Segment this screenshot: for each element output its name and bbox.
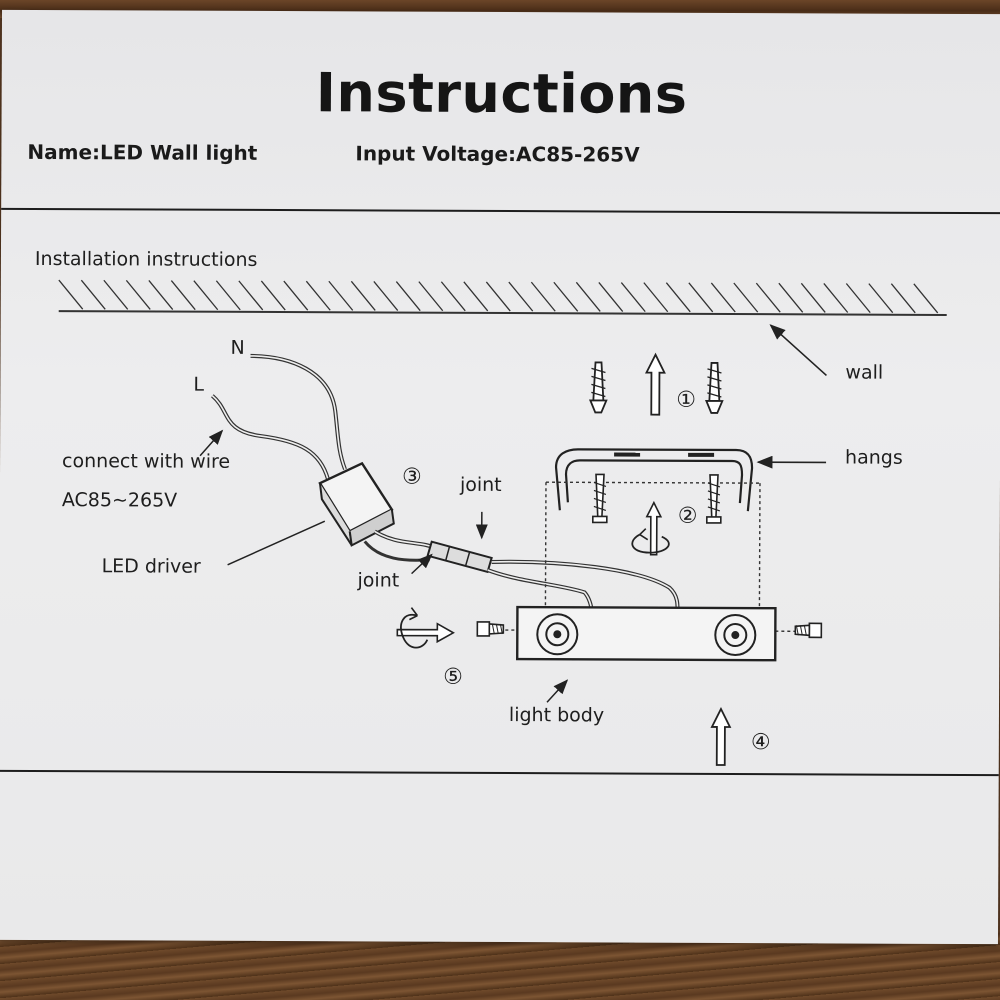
wall-hatch-stroke	[305, 280, 331, 311]
wall-pointer	[769, 324, 827, 377]
wall-hatch-stroke	[283, 280, 309, 311]
neutral-wire-inner	[250, 355, 346, 470]
light-body-label: light body	[508, 704, 605, 727]
wall-hatch-stroke	[193, 280, 219, 311]
wall-hatch-stroke	[260, 280, 286, 311]
instruction-sheet: Instructions Name:LED Wall light Input V…	[0, 9, 1000, 945]
side-screw-left	[476, 621, 505, 637]
wall-anchor-right	[704, 362, 724, 414]
neutral-wire	[250, 353, 347, 471]
wall-hatch-stroke	[148, 280, 174, 310]
wall-hatch-stroke	[890, 283, 916, 314]
wall-hatch-stroke	[125, 279, 151, 310]
wall-hatch-stroke	[328, 280, 354, 311]
wall-hatch-stroke	[373, 281, 399, 311]
wall-hatch-stroke	[643, 282, 669, 313]
step1-up-arrow	[644, 352, 666, 416]
step5-rotate-arrow	[396, 607, 455, 649]
neutral-label: N	[231, 337, 245, 359]
light-body-pointer	[546, 679, 569, 703]
step-1-marker: ①	[676, 388, 696, 413]
wall-hatch-stroke	[688, 282, 714, 313]
wall-hatch-stroke	[800, 282, 826, 313]
wall-hatch-stroke	[665, 282, 691, 313]
hangs-label: hangs	[845, 446, 903, 469]
wall-hatch-stroke	[350, 280, 376, 311]
installation-diagram: N L ① ② ③ ④ ⑤	[58, 279, 947, 766]
wall-hatch-stroke	[530, 281, 556, 312]
step2-rotate-arrow	[631, 500, 670, 556]
wall-hatch-stroke	[215, 280, 241, 311]
bracket-screw-left	[591, 473, 608, 524]
side-screw-right	[794, 622, 823, 639]
led-driver-label: LED driver	[101, 555, 201, 578]
wall-hatch-stroke	[868, 283, 894, 314]
wall-hatch-stroke	[170, 280, 196, 311]
wall-hatch-stroke	[508, 281, 534, 312]
wall-hatch-stroke	[238, 280, 264, 311]
wall-hatch-stroke	[823, 282, 849, 313]
wall-hatch-stroke	[58, 279, 84, 310]
wall-hatch-stroke	[553, 281, 579, 312]
step-3-marker: ③	[402, 465, 422, 490]
step-5-marker: ⑤	[443, 665, 463, 690]
live-wire-inner	[211, 395, 329, 480]
light-body	[516, 605, 777, 662]
wall-hatch-stroke	[778, 282, 804, 313]
wall-hatch-stroke	[598, 282, 624, 312]
step-4-marker: ④	[751, 730, 771, 755]
live-label: L	[193, 374, 204, 396]
wall-hatch-stroke	[103, 279, 129, 310]
led-driver-box	[318, 461, 395, 547]
wall-hatch-stroke	[733, 282, 759, 313]
wall-hatching	[58, 310, 947, 316]
wire-voltage-label: AC85~265V	[61, 489, 178, 512]
led-driver-pointer	[227, 520, 326, 566]
wall-hatch-stroke	[710, 282, 736, 313]
wire-pointer	[199, 429, 224, 457]
wall-hatch-stroke	[485, 281, 511, 312]
joint-connector	[426, 540, 493, 574]
wall-hatch-stroke	[463, 281, 489, 312]
hanging-bracket	[554, 448, 754, 512]
joint-pointer-left	[411, 553, 433, 575]
joint-label-right: joint	[459, 473, 502, 497]
bracket-screw-right	[705, 474, 722, 524]
joint-label-left: joint	[357, 569, 400, 592]
connect-wire-label: connect with wire	[62, 450, 231, 473]
wall-label: wall	[845, 361, 884, 384]
step-2-marker: ②	[678, 504, 698, 529]
step4-up-arrow	[710, 706, 732, 766]
wall-hatch-stroke	[620, 282, 646, 313]
wall-hatch-stroke	[80, 279, 106, 310]
wall-anchor-left	[588, 361, 608, 414]
wall-hatch-stroke	[845, 283, 871, 314]
wall-hatch-stroke	[395, 281, 421, 312]
wall-hatch-stroke	[755, 282, 781, 313]
wall-hatch-stroke	[575, 281, 601, 312]
wall-hatch-stroke	[418, 281, 444, 312]
wall-hatch-stroke	[440, 281, 466, 312]
wall-hatch-stroke	[913, 283, 939, 314]
